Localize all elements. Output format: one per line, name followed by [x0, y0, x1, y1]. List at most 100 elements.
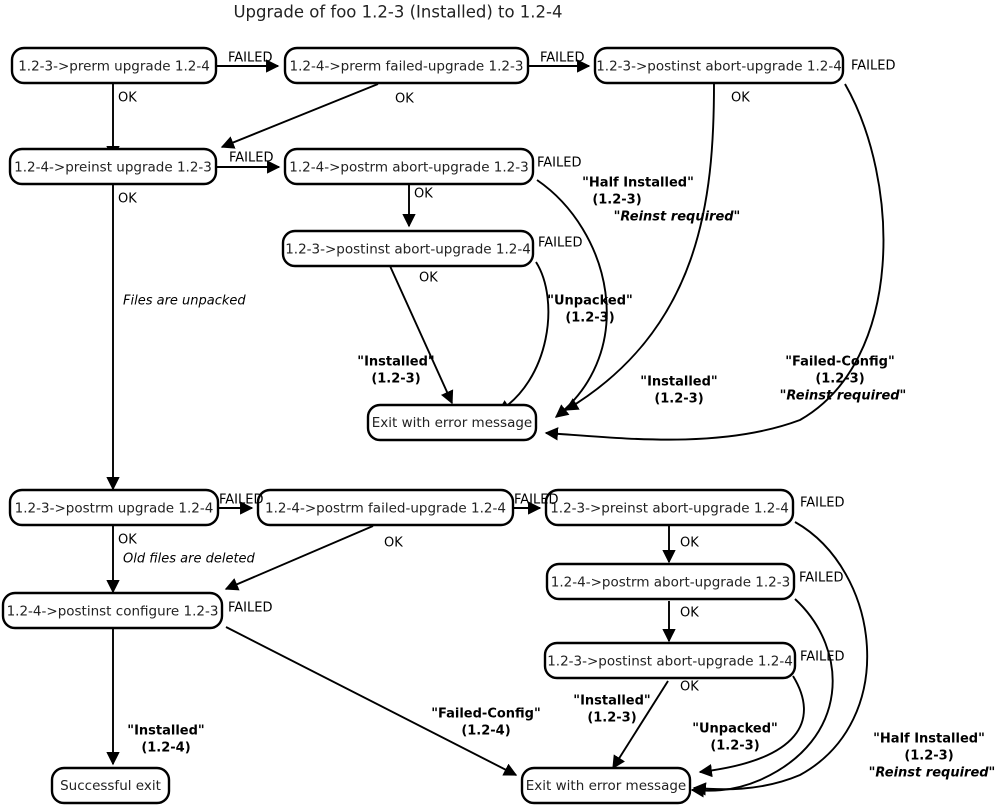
node-postinst-abort-upper-label: 1.2-3->postinst abort-upgrade 1.2-4 — [285, 242, 531, 258]
edge-label-failed: FAILED — [219, 493, 263, 508]
state-label-installed-124-line1: "Installed" — [127, 724, 204, 739]
state-label-installed-124-line2: (1.2-4) — [141, 741, 190, 756]
node-postrm-abort-lower-label: 1.2-4->postrm abort-upgrade 1.2-3 — [551, 575, 790, 591]
state-label-half-installed-lower-line2: (1.2-3) — [904, 749, 953, 764]
node-preinst-upgrade-label: 1.2-4->preinst upgrade 1.2-3 — [14, 160, 212, 176]
node-postinst-abort-upper[interactable]: 1.2-3->postinst abort-upgrade 1.2-4 — [281, 229, 535, 268]
state-label-installed-upper-right-line1: "Installed" — [640, 375, 717, 390]
state-label-installed-upper-left-line2: (1.2-3) — [371, 372, 420, 387]
node-postrm-upgrade[interactable]: 1.2-3->postrm upgrade 1.2-4 — [8, 488, 220, 527]
node-exit-error-lower-label: Exit with error message — [526, 778, 686, 794]
node-postrm-failed-upgrade[interactable]: 1.2-4->postrm failed-upgrade 1.2-4 — [256, 488, 515, 527]
state-label-installed-lower-line1: "Installed" — [573, 694, 650, 709]
edge-label-failed: FAILED — [537, 156, 581, 171]
node-exit-error-upper-label: Exit with error message — [372, 415, 532, 431]
node-postrm-upgrade-box[interactable] — [8, 488, 220, 527]
state-label-unpacked-upper-line2: (1.2-3) — [565, 311, 614, 326]
node-postrm-abort-lower-box[interactable] — [545, 562, 796, 601]
edge-postinst-abort-top-ok — [564, 83, 715, 411]
note-old-files-are-deleted: Old files are deleted — [123, 552, 256, 567]
state-label-failed-config-124-line1: "Failed-Config" — [431, 707, 541, 722]
node-postinst-abort-lower-label: 1.2-3->postinst abort-upgrade 1.2-4 — [547, 654, 793, 670]
edge-label-ok: OK — [384, 536, 403, 551]
edge-postrm-abort-upper-failed — [536, 179, 608, 418]
edge-label-failed: FAILED — [228, 51, 272, 66]
edge-postinst-abort-lower-failed — [698, 675, 805, 778]
edge-label-ok: OK — [680, 680, 699, 695]
node-postrm-failed-upgrade-label: 1.2-4->postrm failed-upgrade 1.2-4 — [265, 501, 506, 517]
node-preinst-abort-box[interactable] — [544, 488, 795, 527]
edge-label-ok: OK — [118, 192, 137, 207]
node-postinst-abort-top-box[interactable] — [593, 46, 845, 85]
node-preinst-abort[interactable]: 1.2-3->preinst abort-upgrade 1.2-4 — [544, 488, 795, 527]
node-prerm-failed-upgrade-box[interactable] — [283, 46, 530, 85]
node-postinst-abort-top-label: 1.2-3->postinst abort-upgrade 1.2-4 — [596, 59, 842, 75]
state-label-unpacked-upper-line1: "Unpacked" — [547, 294, 633, 309]
edge-postrm-abort-lower-failed — [690, 598, 834, 798]
node-preinst-upgrade-box[interactable] — [8, 147, 218, 186]
edge-postinst-abort-upper-ok — [389, 265, 454, 405]
state-label-installed-lower-line2: (1.2-3) — [587, 711, 636, 726]
node-postrm-abort-lower[interactable]: 1.2-4->postrm abort-upgrade 1.2-3 — [545, 562, 796, 601]
state-label-reinst-required-upper: "Reinst required" — [614, 210, 741, 225]
node-exit-error-lower-box[interactable] — [520, 766, 692, 805]
edge-label-failed: FAILED — [540, 51, 584, 66]
node-exit-error-lower[interactable]: Exit with error message — [520, 766, 692, 805]
state-label-failed-config-123-line2: (1.2-3) — [815, 372, 864, 387]
node-postinst-configure-box[interactable] — [1, 591, 224, 630]
node-preinst-abort-label: 1.2-3->preinst abort-upgrade 1.2-4 — [550, 501, 789, 517]
node-exit-error-upper-box[interactable] — [366, 403, 538, 442]
node-postrm-abort-upper[interactable]: 1.2-4->postrm abort-upgrade 1.2-3 — [283, 147, 535, 186]
diagram-title: Upgrade of foo 1.2-3 (Installed) to 1.2-… — [233, 3, 562, 22]
edge-preinst-abort-failed — [692, 521, 869, 796]
node-postinst-abort-top[interactable]: 1.2-3->postinst abort-upgrade 1.2-4 — [593, 46, 845, 85]
node-prerm-upgrade-box[interactable] — [10, 46, 218, 85]
edge-label-ok: OK — [118, 533, 137, 548]
node-postinst-abort-lower-box[interactable] — [543, 641, 797, 680]
node-successful-exit-label: Successful exit — [60, 778, 161, 794]
note-files-are-unpacked: Files are unpacked — [123, 294, 246, 309]
edge-label-ok: OK — [395, 92, 414, 107]
state-label-reinst-required-failed-config: "Reinst required" — [780, 389, 907, 404]
node-postinst-abort-upper-box[interactable] — [281, 229, 535, 268]
node-postrm-abort-upper-box[interactable] — [283, 147, 535, 186]
node-prerm-failed-upgrade[interactable]: 1.2-4->prerm failed-upgrade 1.2-3 — [283, 46, 530, 85]
node-postinst-configure[interactable]: 1.2-4->postinst configure 1.2-3 — [1, 591, 224, 630]
state-label-installed-upper-right-line2: (1.2-3) — [654, 392, 703, 407]
edge-label-failed: FAILED — [229, 151, 273, 166]
node-postrm-upgrade-label: 1.2-3->postrm upgrade 1.2-4 — [15, 501, 214, 517]
node-prerm-failed-upgrade-label: 1.2-4->prerm failed-upgrade 1.2-3 — [290, 59, 524, 75]
state-label-unpacked-lower-line2: (1.2-3) — [710, 739, 759, 754]
edge-postinst-abort-top-failed — [544, 83, 885, 441]
node-postrm-abort-upper-label: 1.2-4->postrm abort-upgrade 1.2-3 — [289, 160, 528, 176]
node-exit-error-upper[interactable]: Exit with error message — [366, 403, 538, 442]
edge-postrm-failed-upgrade-ok — [224, 525, 374, 591]
edge-label-failed: FAILED — [800, 650, 844, 665]
state-label-reinst-required-lower: "Reinst required" — [869, 766, 996, 781]
edge-label-failed: FAILED — [538, 236, 582, 251]
edge-label-ok: OK — [419, 271, 438, 286]
state-label-installed-upper-left-line1: "Installed" — [357, 355, 434, 370]
node-postinst-abort-lower[interactable]: 1.2-3->postinst abort-upgrade 1.2-4 — [543, 641, 797, 680]
state-label-unpacked-lower-line1: "Unpacked" — [692, 722, 778, 737]
state-label-half-installed-lower-line1: "Half Installed" — [873, 732, 985, 747]
node-postinst-configure-label: 1.2-4->postinst configure 1.2-3 — [7, 604, 219, 620]
state-label-failed-config-123-line1: "Failed-Config" — [785, 355, 895, 370]
node-successful-exit-box[interactable] — [50, 766, 171, 805]
node-successful-exit[interactable]: Successful exit — [50, 766, 171, 805]
edge-postinst-abort-upper-failed — [496, 261, 550, 413]
edge-label-ok: OK — [118, 91, 137, 106]
node-prerm-upgrade[interactable]: 1.2-3->prerm upgrade 1.2-4 — [10, 46, 218, 85]
edge-label-ok: OK — [680, 536, 699, 551]
edge-postinst-abort-lower-ok — [612, 680, 669, 770]
node-preinst-upgrade[interactable]: 1.2-4->preinst upgrade 1.2-3 — [8, 147, 218, 186]
node-postrm-failed-upgrade-box[interactable] — [256, 488, 515, 527]
edge-label-failed: FAILED — [800, 496, 844, 511]
edge-label-ok: OK — [731, 91, 750, 106]
edge-label-failed: FAILED — [228, 601, 272, 616]
edge-label-failed: FAILED — [799, 571, 843, 586]
state-label-half-installed-upper-line1: "Half Installed" — [582, 176, 694, 191]
edge-postinst-configure-failed — [225, 626, 518, 776]
